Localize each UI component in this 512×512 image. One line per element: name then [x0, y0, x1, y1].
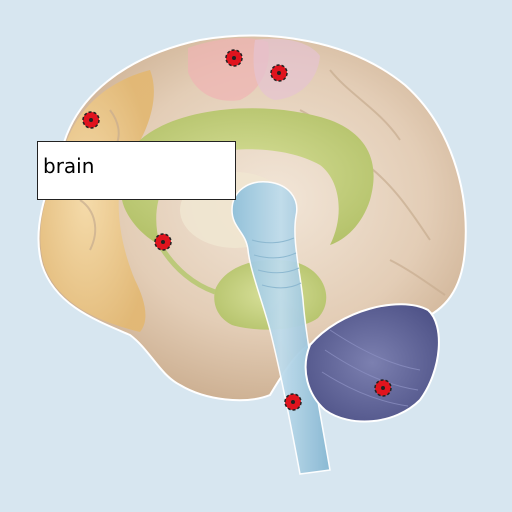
cerebellum-folia: [321, 329, 421, 407]
marker-limbic[interactable]: [154, 233, 172, 251]
marker-sensory[interactable]: [270, 64, 288, 82]
label-text-box[interactable]: brain: [37, 141, 236, 200]
fornix: [157, 243, 216, 295]
cerebellum: [304, 303, 440, 423]
marker-prefrontal[interactable]: [82, 111, 100, 129]
motor-area: [188, 38, 269, 101]
marker-brainstem[interactable]: [284, 393, 302, 411]
marker-motor[interactable]: [225, 49, 243, 67]
brainstem: [231, 181, 331, 475]
marker-cerebellum[interactable]: [374, 379, 392, 397]
label-text: brain: [43, 154, 95, 178]
brainstem-rings: [251, 237, 302, 289]
frontal-lobe: [40, 70, 154, 332]
